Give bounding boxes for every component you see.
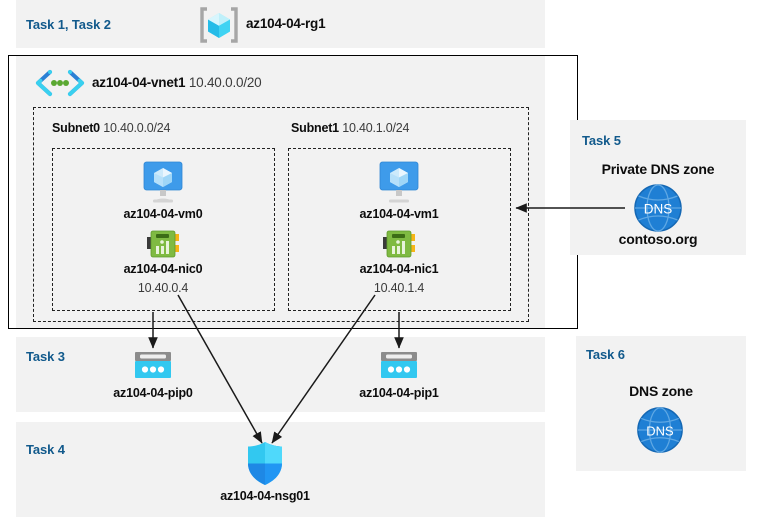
task-label-4: Task 4 [26,442,65,457]
resource-group-name: az104-04-rg1 [246,16,326,31]
virtual-machine-icon [139,160,187,204]
task6-heading: DNS zone [629,383,693,399]
task3-panel [16,337,545,412]
nsg-label: az104-04-nsg01 [220,489,310,503]
subnet1-title: Subnet1 10.40.1.0/24 [291,121,410,135]
network-interface-icon [145,228,181,260]
dns-globe-icon: DNS [632,182,684,234]
virtual-machine-icon [375,160,423,204]
vm1-label: az104-04-vm1 [359,207,439,221]
nic1-label: az104-04-nic1 [359,262,439,276]
vnet-panel [16,55,545,329]
network-security-group-shield-icon [245,441,285,487]
vnet-title: az104-04-vnet1 10.40.0.0/20 [92,75,262,90]
dns-globe-icon: DNS [635,405,685,455]
resource-group-header-panel [16,0,545,48]
subnet0-name: Subnet0 [52,121,100,135]
task5-zone-name: contoso.org [618,231,698,247]
subnet0-title: Subnet0 10.40.0.0/24 [52,121,171,135]
task-label-5: Task 5 [582,133,621,148]
task-label-6: Task 6 [586,347,625,362]
dns-icon-text: DNS [646,423,674,438]
vnet-name: az104-04-vnet1 [92,75,186,90]
subnet0-address-prefix: 10.40.0.0/24 [103,121,171,135]
resource-group-name-text: az104-04-rg1 [246,16,326,31]
vnet-address-space: 10.40.0.0/20 [188,75,262,90]
task-label-1-2: Task 1, Task 2 [26,17,111,32]
dns-icon-text: DNS [644,202,673,217]
task-label-3: Task 3 [26,349,65,364]
subnet0-box [52,148,275,311]
pip1-label: az104-04-pip1 [359,386,439,400]
subnet1-box [288,148,511,311]
public-ip-address-icon [380,351,418,381]
vm0-label: az104-04-vm0 [123,207,203,221]
network-interface-icon [381,228,417,260]
task5-heading: Private DNS zone [601,161,715,177]
pip0-label: az104-04-pip0 [113,386,193,400]
nic0-ip: 10.40.0.4 [137,281,189,295]
public-ip-address-icon [134,351,172,381]
nic0-label: az104-04-nic0 [123,262,203,276]
virtual-network-icon [34,70,86,96]
subnet1-name: Subnet1 [291,121,339,135]
resource-group-cube-icon [198,6,240,44]
nic1-ip: 10.40.1.4 [373,281,425,295]
subnet1-address-prefix: 10.40.1.0/24 [342,121,410,135]
